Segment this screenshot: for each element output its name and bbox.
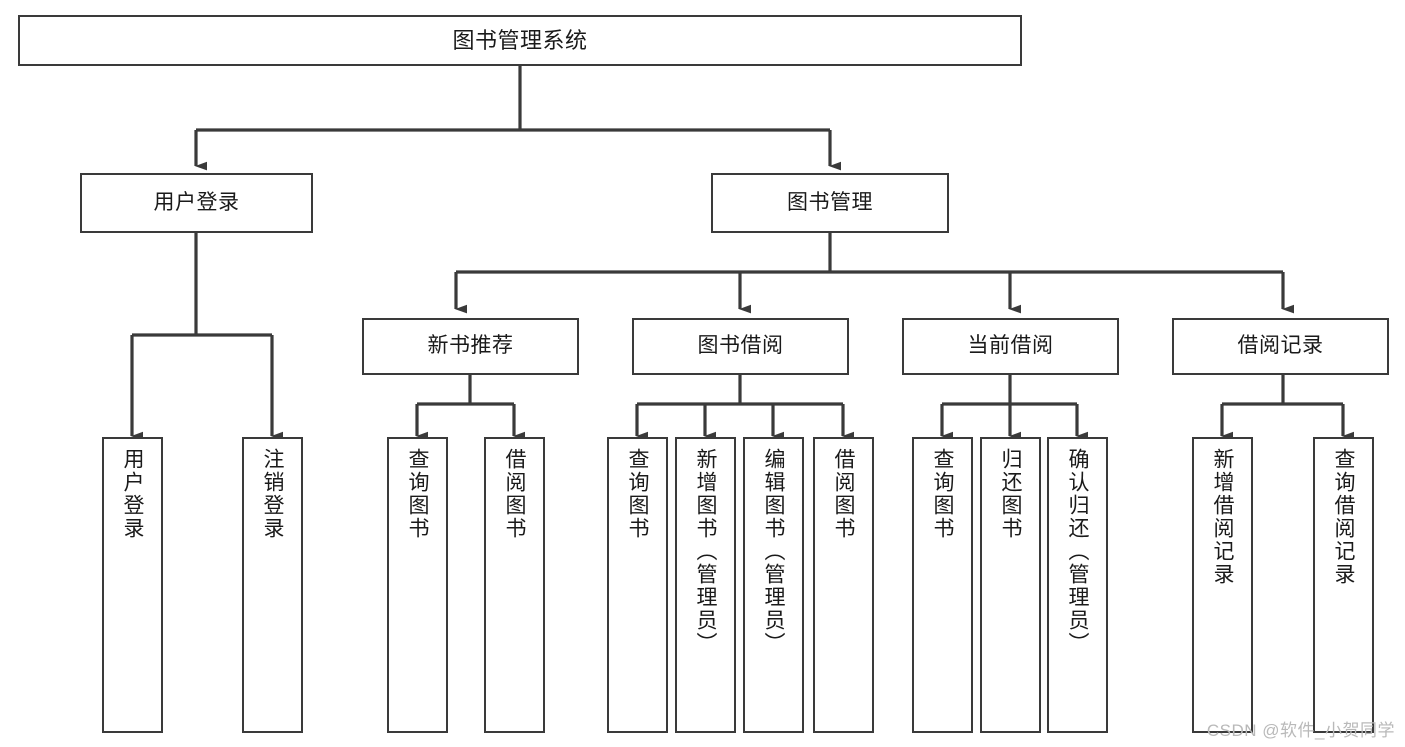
- leaf-query-book-borrow-label: 查询图书: [626, 448, 649, 540]
- node-book-management[interactable]: 图书管理: [711, 173, 949, 233]
- leaf-add-book-admin[interactable]: 新增图书（管理员）: [675, 437, 736, 733]
- node-book-management-label: 图书管理: [787, 190, 873, 214]
- node-root[interactable]: 图书管理系统: [18, 15, 1022, 66]
- leaf-borrow-book[interactable]: 借阅图书: [813, 437, 874, 733]
- leaf-query-book-newbook-label: 查询图书: [406, 448, 429, 540]
- leaf-borrow-book-label: 借阅图书: [832, 448, 855, 540]
- leaf-confirm-return-admin-label: 确认归还（管理员）: [1066, 448, 1089, 655]
- node-new-book-recommend-label: 新书推荐: [427, 334, 514, 358]
- leaf-query-book-current-label: 查询图书: [931, 448, 954, 540]
- node-root-label: 图书管理系统: [452, 27, 588, 53]
- leaf-add-book-admin-label: 新增图书（管理员）: [694, 448, 717, 655]
- leaf-user-login[interactable]: 用户登录: [102, 437, 163, 733]
- leaf-logout[interactable]: 注销登录: [242, 437, 303, 733]
- leaf-logout-label: 注销登录: [261, 448, 284, 540]
- node-user-login[interactable]: 用户登录: [80, 173, 313, 233]
- node-book-borrow-label: 图书借阅: [697, 334, 784, 358]
- leaf-confirm-return-admin[interactable]: 确认归还（管理员）: [1047, 437, 1108, 733]
- leaf-borrow-book-newbook[interactable]: 借阅图书: [484, 437, 545, 733]
- csdn-watermark: CSDN @软件_小贺同学: [1206, 721, 1395, 740]
- leaf-query-book-newbook[interactable]: 查询图书: [387, 437, 448, 733]
- leaf-return-book-label: 归还图书: [999, 448, 1022, 540]
- node-book-borrow[interactable]: 图书借阅: [632, 318, 849, 375]
- leaf-query-book-borrow[interactable]: 查询图书: [607, 437, 668, 733]
- node-new-book-recommend[interactable]: 新书推荐: [362, 318, 579, 375]
- leaf-query-borrow-record-label: 查询借阅记录: [1332, 448, 1355, 586]
- leaf-return-book[interactable]: 归还图书: [980, 437, 1041, 733]
- leaf-add-borrow-record-label: 新增借阅记录: [1211, 448, 1234, 586]
- leaf-add-borrow-record[interactable]: 新增借阅记录: [1192, 437, 1253, 733]
- node-borrow-records[interactable]: 借阅记录: [1172, 318, 1389, 375]
- node-current-borrow[interactable]: 当前借阅: [902, 318, 1119, 375]
- leaf-edit-book-admin-label: 编辑图书（管理员）: [762, 448, 785, 655]
- node-current-borrow-label: 当前借阅: [967, 334, 1054, 358]
- leaf-query-borrow-record[interactable]: 查询借阅记录: [1313, 437, 1374, 733]
- leaf-borrow-book-newbook-label: 借阅图书: [503, 448, 526, 540]
- leaf-query-book-current[interactable]: 查询图书: [912, 437, 973, 733]
- leaf-user-login-label: 用户登录: [121, 448, 144, 540]
- node-user-login-label: 用户登录: [153, 190, 240, 214]
- node-borrow-records-label: 借阅记录: [1237, 334, 1324, 358]
- leaf-edit-book-admin[interactable]: 编辑图书（管理员）: [743, 437, 804, 733]
